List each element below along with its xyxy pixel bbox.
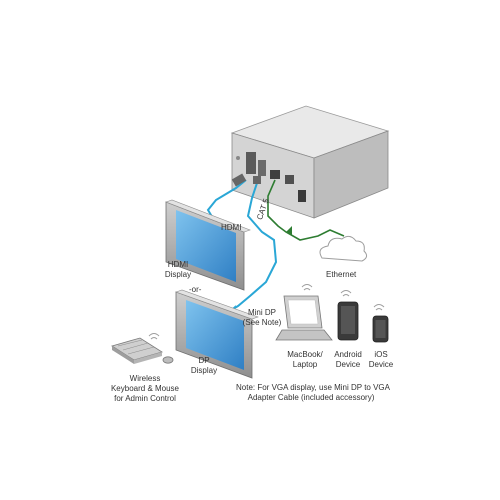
- mouse-icon: [162, 356, 174, 364]
- vga-note-line1: Note: For VGA display, use Mini DP to VG…: [236, 383, 390, 392]
- dp-display-label-line2: Display: [190, 366, 218, 375]
- ethernet-cable: [267, 179, 345, 241]
- laptop-icon: [275, 295, 333, 341]
- vga-note-line2: Adapter Cable (included accessory): [247, 393, 375, 402]
- keyboard-label-line1: Wireless: [129, 374, 161, 383]
- ethernet-label: Ethernet: [326, 270, 357, 279]
- ios-wireless-icon: [373, 304, 385, 311]
- android-wireless-icon: [340, 290, 352, 297]
- ethernet-cloud-icon: [319, 235, 368, 262]
- minidp-label-line2: (See Note): [242, 318, 282, 327]
- power-port: [298, 190, 306, 202]
- vga-note: Note: For VGA display, use Mini DP to VG…: [236, 383, 390, 403]
- keyboard-icon: [111, 337, 163, 364]
- macbook-label: MacBook/ Laptop: [283, 350, 327, 370]
- ios-label-line1: iOS: [374, 350, 388, 359]
- ios-device-icon: [372, 315, 389, 343]
- keyboard-label-line3: for Admin Control: [114, 394, 176, 403]
- dp-port: [258, 160, 266, 176]
- android-label-line1: Android: [334, 350, 362, 359]
- android-label: Android Device: [330, 350, 366, 370]
- wireless-icon: [148, 333, 160, 340]
- android-label-line2: Device: [335, 360, 361, 369]
- dp-display-label: DP Display: [190, 356, 218, 376]
- ios-label: iOS Device: [366, 350, 396, 370]
- macbook-label-line1: MacBook/: [287, 350, 323, 359]
- hdmi-display-label-line2: Display: [164, 270, 192, 279]
- laptop-wireless-icon: [301, 284, 313, 291]
- ethernet-port: [270, 170, 280, 179]
- hdmi-display-label-line1: HDMI: [167, 260, 189, 269]
- android-device-icon: [337, 301, 359, 341]
- usb-port: [285, 175, 294, 184]
- controller-unit: [230, 105, 390, 219]
- or-label: -or-: [189, 285, 202, 294]
- minidp-label: Mini DP (See Note): [240, 308, 284, 328]
- keyboard-label: Wireless Keyboard & Mouse for Admin Cont…: [102, 374, 188, 404]
- hdmi-display-label: HDMI Display: [163, 260, 193, 280]
- minidp-label-line1: Mini DP: [247, 308, 276, 317]
- hdmi-display: [165, 199, 251, 291]
- hdmi-cable-label: HDMI: [221, 223, 242, 232]
- macbook-label-line2: Laptop: [292, 360, 318, 369]
- ios-label-line2: Device: [368, 360, 394, 369]
- dp-display: [175, 289, 259, 379]
- hdmi-port: [246, 152, 256, 174]
- keyboard-label-line2: Keyboard & Mouse: [110, 384, 180, 393]
- dp-display-label-line1: DP: [198, 356, 210, 365]
